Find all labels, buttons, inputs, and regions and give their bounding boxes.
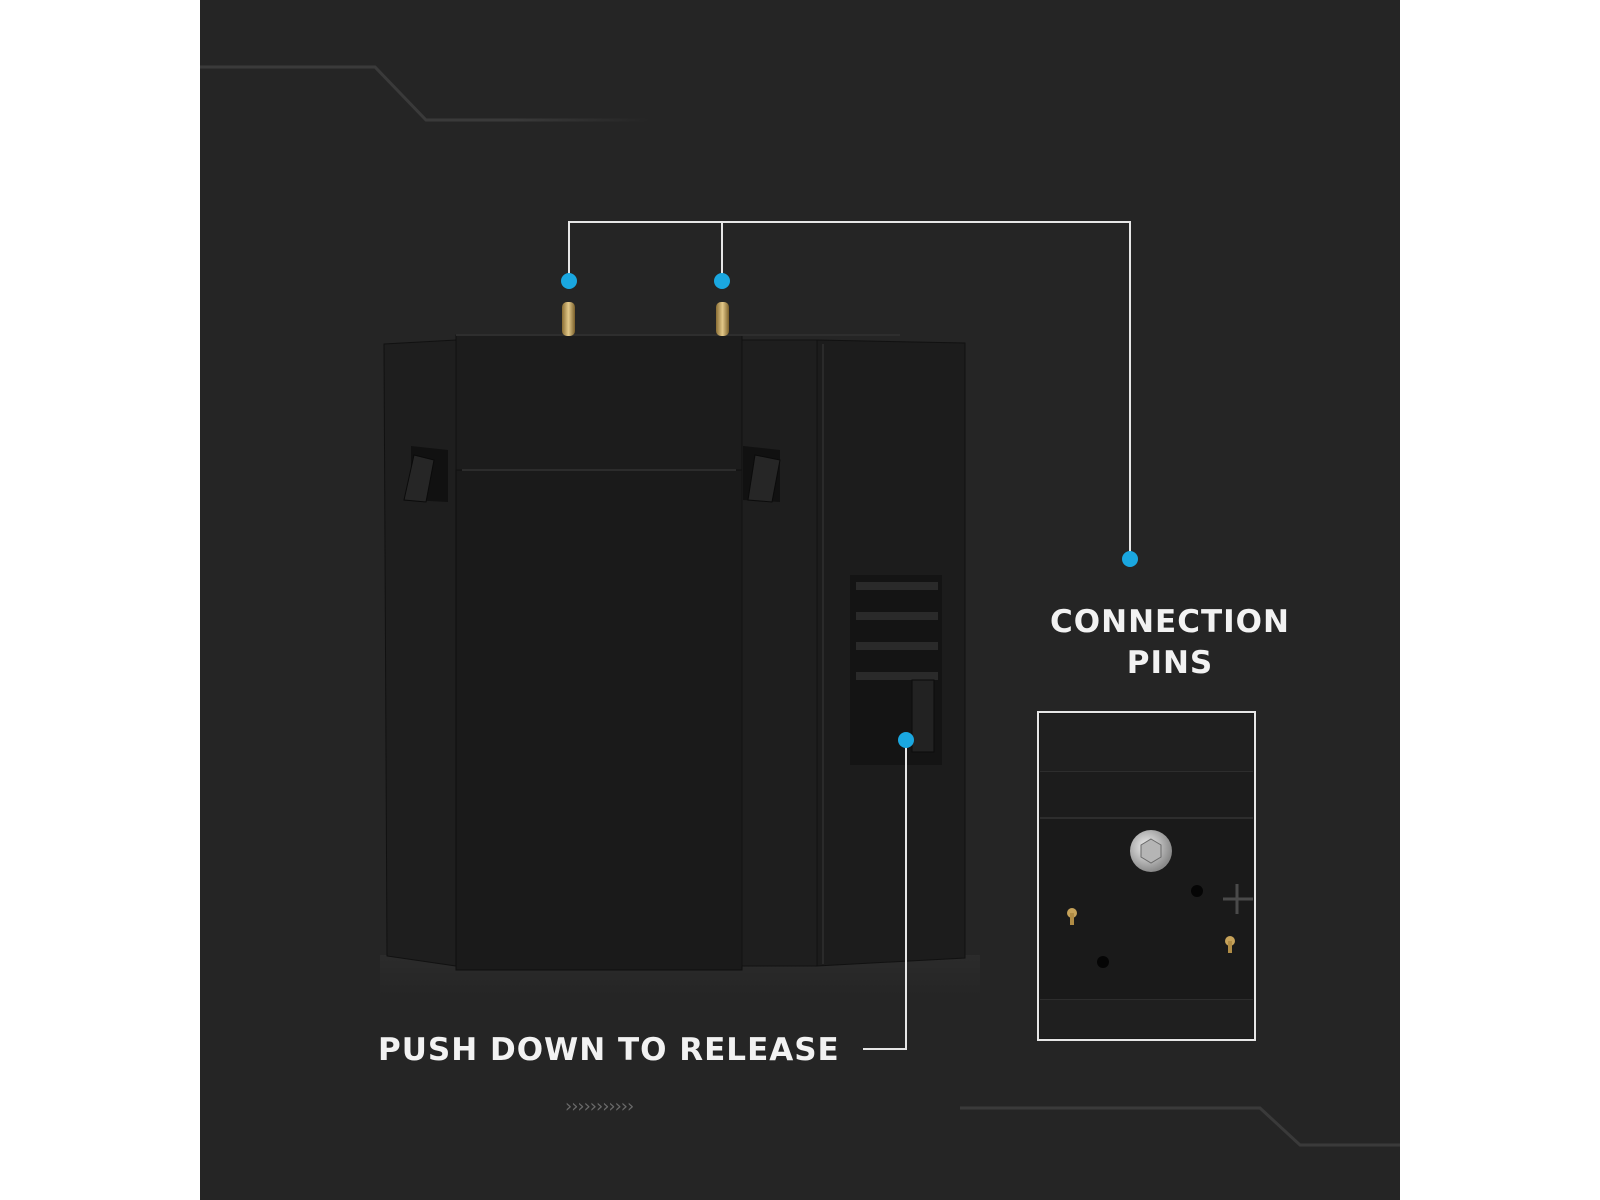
connection-pin-left xyxy=(562,302,575,336)
product-illustration xyxy=(200,65,1400,1147)
decor-line-bottom-right xyxy=(960,1106,1400,1147)
callout-dot-pin-left xyxy=(561,273,577,289)
callout-dot-pins-label xyxy=(1122,551,1138,567)
inset-bottom-view xyxy=(1037,711,1256,1041)
decor-line-top-left xyxy=(200,65,650,122)
release-lever xyxy=(850,575,942,765)
track-adapter-device xyxy=(383,302,966,971)
product-panel: CONNECTION PINS PUSH DOWN TO RELEASE ›››… xyxy=(200,0,1400,1200)
connection-pins-label-line1: CONNECTION xyxy=(1050,604,1290,640)
callout-dot-pin-right xyxy=(714,273,730,289)
chevron-right-icon: ››››››››››› xyxy=(565,1096,634,1117)
connection-pin-right xyxy=(716,302,729,336)
release-clip-left xyxy=(403,446,448,503)
callout-dot-lever xyxy=(898,732,914,748)
push-down-label: PUSH DOWN TO RELEASE xyxy=(378,1032,840,1068)
callout-push-down xyxy=(863,732,914,1050)
release-clip-right xyxy=(743,446,781,503)
connection-pins-label-line2: PINS xyxy=(1126,645,1214,681)
callout-connection-pins xyxy=(561,221,1138,567)
connection-pins-label: CONNECTION PINS xyxy=(990,602,1350,684)
